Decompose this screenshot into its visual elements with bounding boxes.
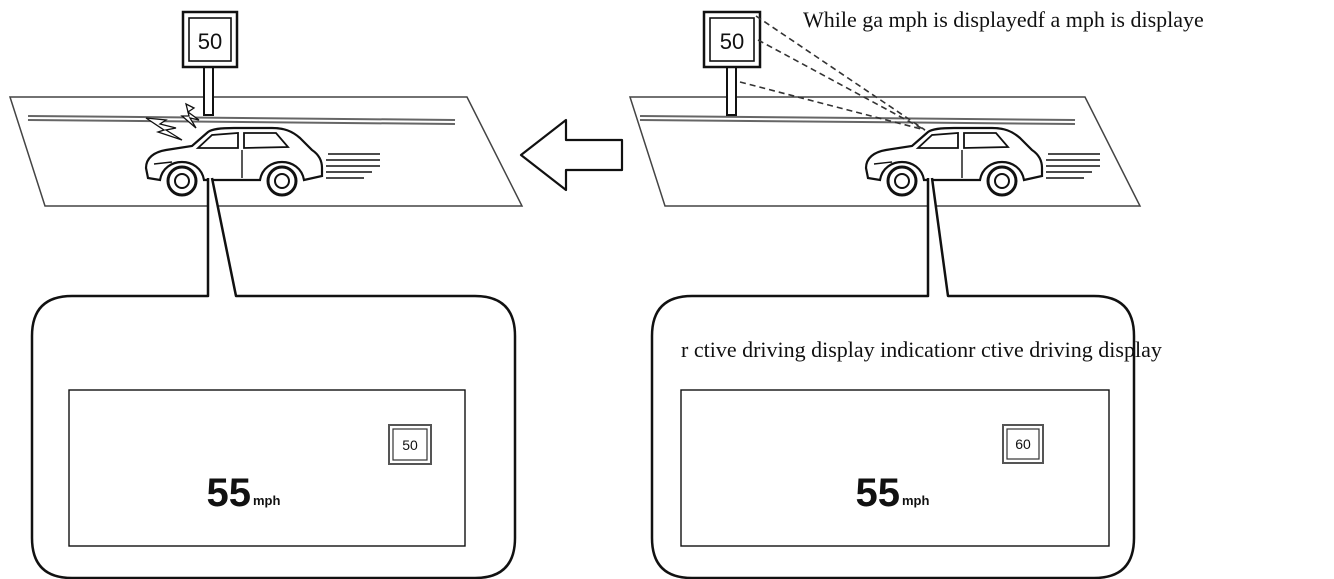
left-speed-value: 55: [207, 471, 252, 515]
right-display-sign-icon: 60: [1002, 424, 1044, 464]
right-top-caption: While ga mph is displayedf a mph is disp…: [803, 7, 1204, 32]
right-bubble-caption: r ctive driving display indicationr ctiv…: [681, 337, 1162, 362]
right-speed-value: 55: [856, 471, 901, 515]
detection-lines: [739, 15, 926, 131]
right-speed-unit: mph: [902, 493, 930, 508]
left-road-sign-value: 50: [198, 29, 222, 54]
right-road-sign-value: 50: [720, 29, 744, 54]
left-arrow-icon: [519, 118, 624, 192]
left-display-sign-icon: 50: [388, 424, 432, 465]
left-speed-unit: mph: [253, 493, 281, 508]
right-road-sign: 50: [702, 10, 762, 116]
left-road-sign: 50: [181, 10, 239, 116]
right-display-sign-value: 60: [1015, 436, 1031, 452]
right-scene: 50 While ga mph is displayedf a mph is d…: [628, 7, 1204, 579]
left-scene: 50 55 mph 50: [8, 10, 524, 579]
left-display-panel: 55 mph 50: [68, 389, 466, 547]
left-display-sign-value: 50: [402, 437, 418, 453]
lightning-icon: [145, 102, 200, 141]
right-display-panel: 55 mph 60: [680, 389, 1110, 547]
